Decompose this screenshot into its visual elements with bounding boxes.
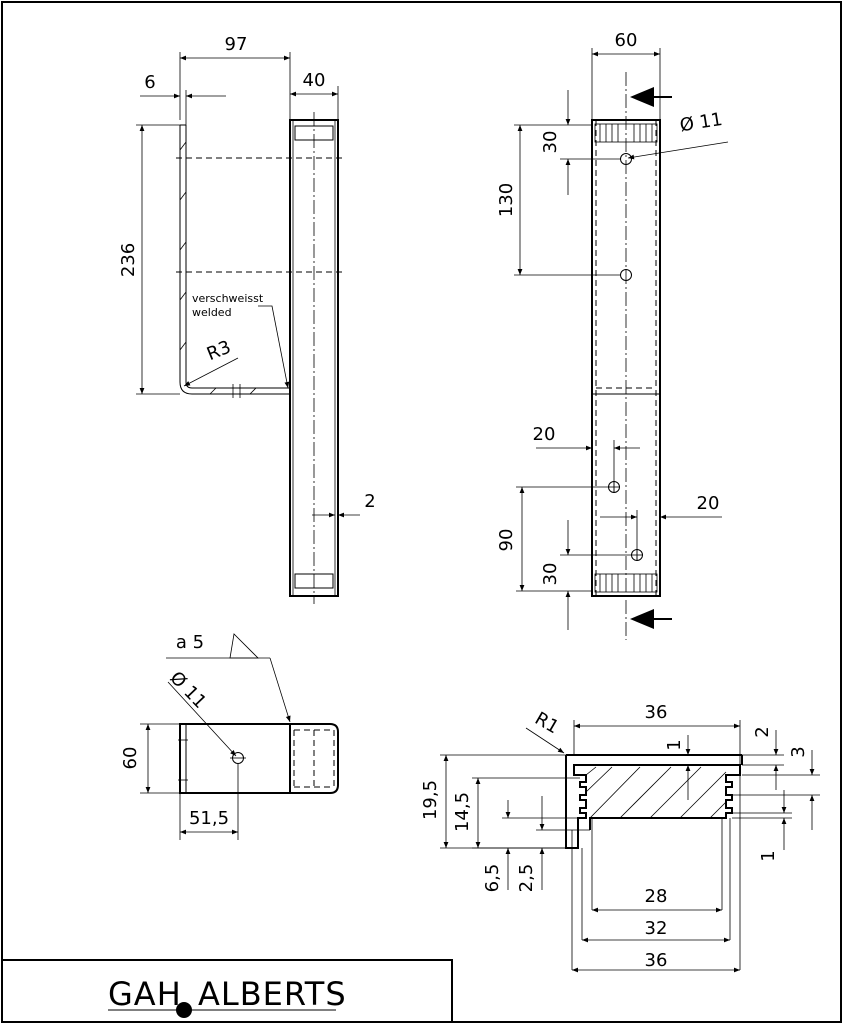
section-arrow-top bbox=[630, 87, 654, 107]
side-bracket-outer bbox=[179, 125, 290, 395]
section-dim-6-5: 6,5 bbox=[482, 864, 503, 893]
section-view: 36 R1 1 2 3 1 19,5 14,5 bbox=[420, 702, 820, 973]
weld-note-de: verschweisst bbox=[192, 292, 264, 305]
brand-right: ALBERTS bbox=[198, 975, 347, 1013]
top-dim-60: 60 bbox=[120, 747, 141, 770]
section-dim-1-top: 1 bbox=[664, 739, 685, 750]
front-cap-hatch-top bbox=[594, 123, 658, 143]
front-cap-hatch-bottom bbox=[594, 573, 658, 593]
section-dim-36-top: 36 bbox=[645, 702, 668, 723]
dim-r3: R3 bbox=[204, 337, 234, 365]
title-block: GAH ALBERTS bbox=[1, 959, 453, 1023]
front-dim-phi11: Ø 11 bbox=[678, 109, 724, 136]
weld-symbol-a5: a 5 bbox=[176, 632, 204, 653]
section-dim-2: 2 bbox=[752, 726, 773, 737]
front-dim-20-right: 20 bbox=[697, 493, 720, 514]
weld-symbol-triangle bbox=[229, 633, 259, 659]
dim-6: 6 bbox=[144, 72, 155, 93]
title-block-frame bbox=[1, 959, 453, 1023]
section-dim-2-5: 2,5 bbox=[516, 864, 537, 893]
weld-note-en: welded bbox=[192, 306, 232, 319]
dim-236: 236 bbox=[118, 243, 139, 277]
front-dim-20-left: 20 bbox=[533, 424, 556, 445]
section-dim-36-bottom: 36 bbox=[645, 950, 668, 971]
section-dim-14-5: 14,5 bbox=[452, 792, 473, 832]
side-leg-hatch bbox=[179, 141, 257, 395]
section-dim-32: 32 bbox=[645, 918, 668, 939]
side-bracket-inner bbox=[185, 125, 290, 389]
front-view: 60 30 130 Ø 11 20 20 90 30 bbox=[496, 30, 729, 640]
side-view: 97 6 40 236 R3 verschweisst welded 2 bbox=[118, 34, 376, 604]
front-dim-30-top: 30 bbox=[540, 131, 561, 154]
brand-left: GAH bbox=[108, 975, 182, 1013]
front-dim-130: 130 bbox=[496, 183, 517, 217]
section-arrow-bottom bbox=[630, 609, 654, 629]
section-dim-r1: R1 bbox=[531, 708, 562, 738]
front-dim-30-bottom: 30 bbox=[540, 563, 561, 586]
top-bracket bbox=[179, 723, 291, 794]
dim-97: 97 bbox=[225, 34, 248, 55]
front-dim-60: 60 bbox=[615, 30, 638, 51]
front-dim-90: 90 bbox=[496, 529, 517, 552]
top-dim-51-5: 51,5 bbox=[189, 808, 229, 829]
top-dim-phi11: Ø 11 bbox=[166, 667, 211, 712]
section-cap-outline bbox=[565, 755, 741, 849]
dim-40: 40 bbox=[303, 70, 326, 91]
top-view: a 5 Ø 11 60 51,5 bbox=[120, 632, 339, 840]
section-dim-3: 3 bbox=[788, 746, 809, 757]
section-dim-1-bottom: 1 bbox=[758, 850, 779, 861]
section-dim-19-5: 19,5 bbox=[420, 780, 441, 820]
dim-2: 2 bbox=[364, 491, 375, 512]
hole-2 bbox=[620, 269, 632, 281]
section-hatch bbox=[585, 766, 727, 819]
top-tube-section bbox=[289, 723, 339, 794]
section-dim-28: 28 bbox=[645, 886, 668, 907]
